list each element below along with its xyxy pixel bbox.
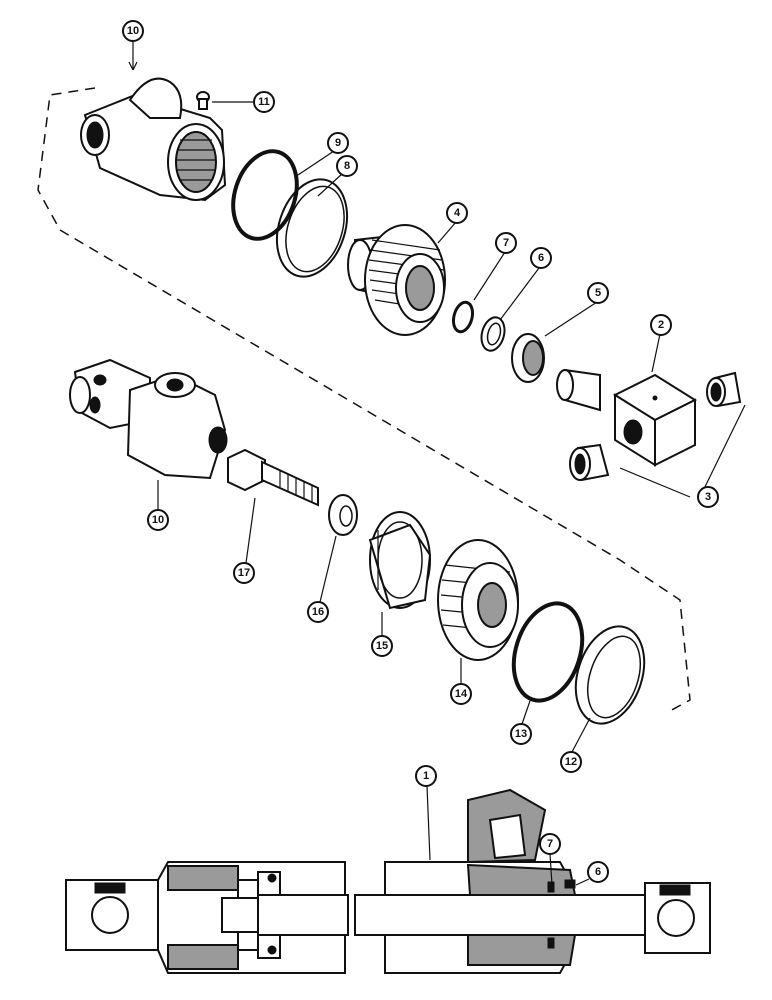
callout-7-upper-label: 7	[503, 237, 509, 249]
callout-4: 4	[446, 202, 468, 224]
part-6-washer	[480, 316, 506, 352]
callout-12-label: 12	[565, 756, 577, 768]
callout-10-upper-label: 10	[127, 25, 139, 37]
callout-14: 14	[450, 683, 472, 705]
callout-15-label: 15	[376, 640, 388, 652]
callout-15: 15	[371, 635, 393, 657]
callout-17: 17	[233, 562, 255, 584]
callout-10-upper: 10	[122, 20, 144, 42]
callout-7-lower-label: 7	[547, 838, 553, 850]
part-17-bolt	[227, 448, 319, 507]
callout-13-label: 13	[515, 728, 527, 740]
callout-10-lower-label: 10	[152, 514, 164, 526]
part-8-backup-ring	[276, 178, 348, 278]
callout-5-label: 5	[595, 287, 601, 299]
callout-13: 13	[510, 723, 532, 745]
callout-7-lower: 7	[539, 833, 561, 855]
callout-6-lower-label: 6	[595, 866, 601, 878]
callout-10-lower: 10	[147, 509, 169, 531]
callout-6-upper: 6	[530, 247, 552, 269]
callout-3-label: 3	[705, 491, 711, 503]
callout-14-label: 14	[455, 688, 468, 700]
callout-2-label: 2	[658, 319, 664, 331]
callout-6-lower: 6	[587, 861, 609, 883]
callout-17-label: 17	[238, 567, 250, 579]
callout-9-label: 9	[335, 137, 341, 149]
part-3-bushing-upper	[706, 371, 742, 408]
callout-11-label: 11	[258, 96, 270, 108]
callout-1-label: 1	[423, 770, 429, 782]
callout-16-label: 16	[312, 606, 324, 618]
callout-8: 8	[336, 155, 358, 177]
callouts: 10 11 9 8 4 7 6 5	[122, 20, 719, 883]
assembly-boundary-dashed	[37, 87, 691, 713]
callout-12: 12	[560, 751, 582, 773]
piston-rod-stub	[556, 368, 601, 412]
part-10-tube-end-upper	[80, 77, 227, 202]
callout-11: 11	[253, 91, 275, 113]
part-12-backup-ring	[574, 625, 646, 725]
part-3-bushing-lower	[569, 443, 610, 482]
callout-8-label: 8	[344, 160, 350, 172]
cylinder-cross-section	[65, 788, 711, 974]
part-15-wear-ring	[368, 511, 432, 610]
callout-6-upper-label: 6	[538, 252, 544, 264]
part-5-rod-seal	[511, 333, 545, 383]
callout-4-label: 4	[454, 207, 461, 219]
callout-5: 5	[587, 282, 609, 304]
part-10-tube-end-lower	[69, 358, 228, 480]
part-7-o-ring	[451, 300, 475, 334]
callout-2: 2	[650, 314, 672, 336]
part-11-screw	[196, 91, 210, 110]
callout-7-upper: 7	[495, 232, 517, 254]
part-2-rod-end-block	[612, 373, 698, 467]
part-9-o-ring	[231, 149, 299, 241]
leader-lines	[128, 41, 746, 886]
callout-1: 1	[415, 765, 437, 787]
callout-16: 16	[307, 601, 329, 623]
part-16-washer	[328, 494, 358, 536]
callout-9: 9	[327, 132, 349, 154]
part-4-gland	[347, 224, 446, 336]
part-13-o-ring	[511, 601, 585, 703]
part-14-piston	[437, 539, 519, 661]
callout-3: 3	[697, 486, 719, 508]
